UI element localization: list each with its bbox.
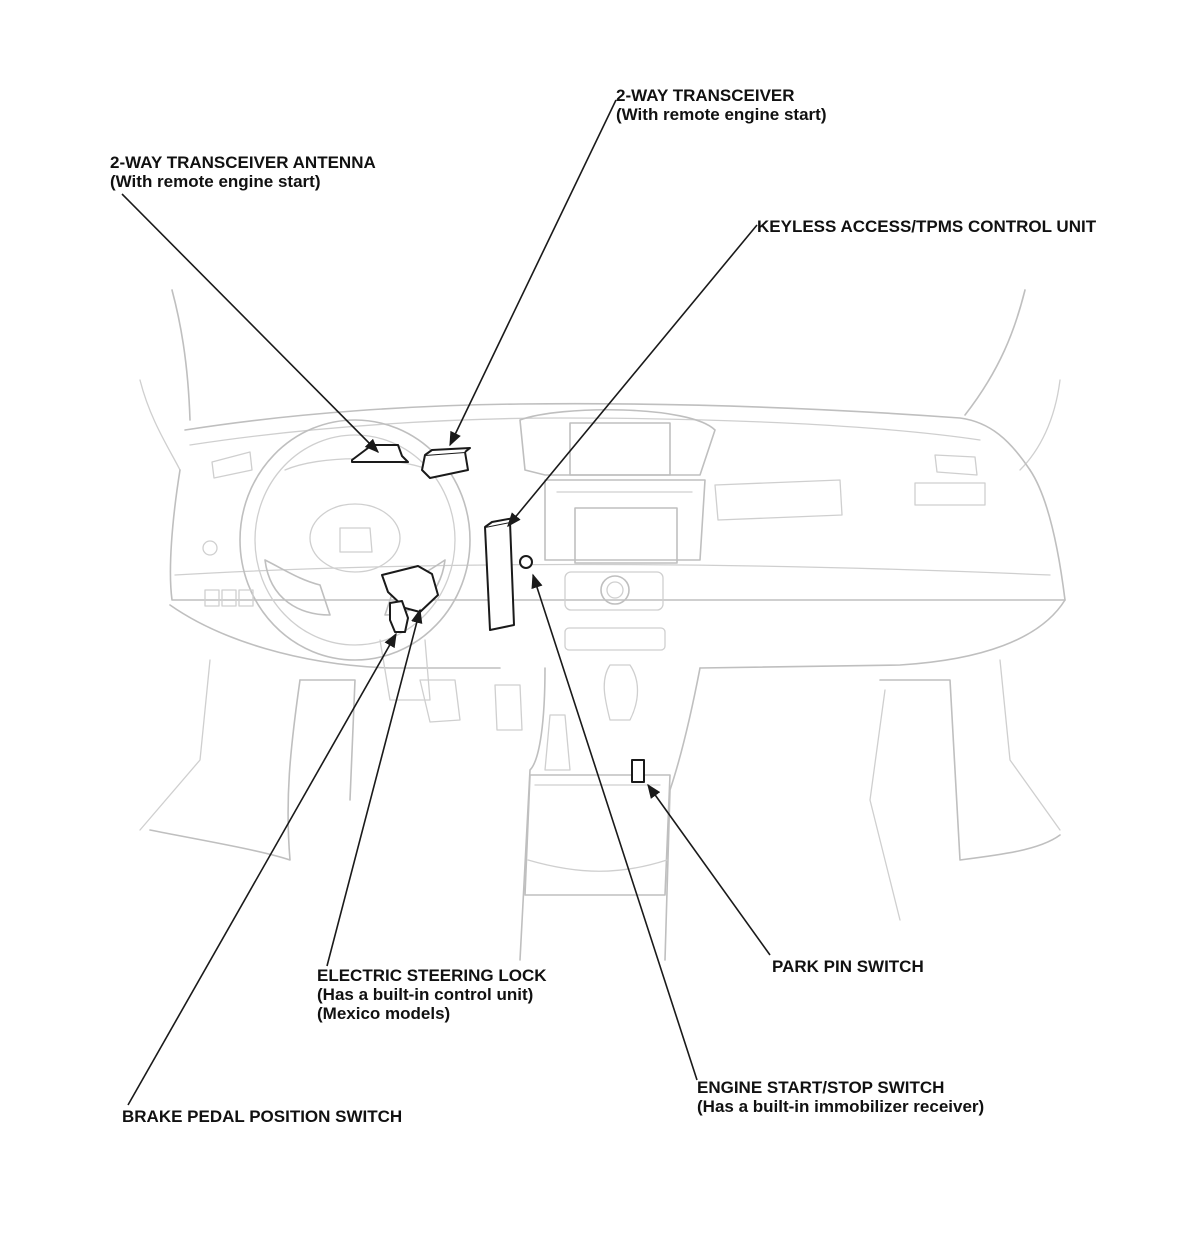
antenna-note: (With remote engine start) — [110, 172, 321, 191]
steering-lock-title: ELECTRIC STEERING LOCK — [317, 966, 547, 985]
callout-keyless: KEYLESS ACCESS/TPMS CONTROL UNIT — [757, 217, 1096, 236]
callout-park-pin: PARK PIN SWITCH — [772, 957, 924, 976]
brake-switch-part-icon — [389, 600, 409, 633]
park-pin-leader — [647, 783, 771, 956]
engine-switch-note: (Has a built-in immobilizer receiver) — [697, 1097, 985, 1116]
leader-lines — [121, 99, 771, 1106]
keyless-title: KEYLESS ACCESS/TPMS CONTROL UNIT — [757, 217, 1097, 236]
callout-steering-lock: ELECTRIC STEERING LOCK (Has a built-in c… — [317, 966, 547, 1023]
callout-transceiver: 2-WAY TRANSCEIVER (With remote engine st… — [616, 86, 826, 124]
transceiver-note: (With remote engine start) — [616, 105, 827, 124]
transceiver-title: 2-WAY TRANSCEIVER — [616, 86, 795, 105]
brake-switch-leader — [127, 632, 397, 1106]
vehicle-interior-outline — [139, 289, 1066, 961]
transceiver-part-icon — [421, 447, 471, 479]
steering-lock-note2: (Mexico models) — [317, 1004, 451, 1023]
callout-antenna: 2-WAY TRANSCEIVER ANTENNA (With remote e… — [110, 153, 376, 191]
keyless-unit-part-icon — [484, 517, 515, 631]
engine-start-switch-icon — [519, 555, 533, 569]
steering-lock-leader — [326, 608, 423, 967]
antenna-leader — [121, 193, 380, 454]
callout-engine-switch: ENGINE START/STOP SWITCH (Has a built-in… — [697, 1078, 984, 1116]
keyless-leader — [507, 224, 758, 528]
park-pin-switch-icon — [631, 759, 645, 783]
steering-lock-part-icon — [381, 565, 439, 613]
transceiver-leader — [449, 99, 617, 447]
steering-lock-note1: (Has a built-in control unit) — [317, 985, 534, 1004]
callout-brake-switch: BRAKE PEDAL POSITION SWITCH — [122, 1107, 402, 1126]
brake-switch-title: BRAKE PEDAL POSITION SWITCH — [122, 1107, 403, 1126]
engine-switch-title: ENGINE START/STOP SWITCH — [697, 1078, 945, 1097]
antenna-title: 2-WAY TRANSCEIVER ANTENNA — [110, 153, 376, 172]
antenna-part-icon — [351, 444, 409, 463]
engine-switch-leader — [531, 573, 698, 1081]
park-pin-title: PARK PIN SWITCH — [772, 957, 924, 976]
